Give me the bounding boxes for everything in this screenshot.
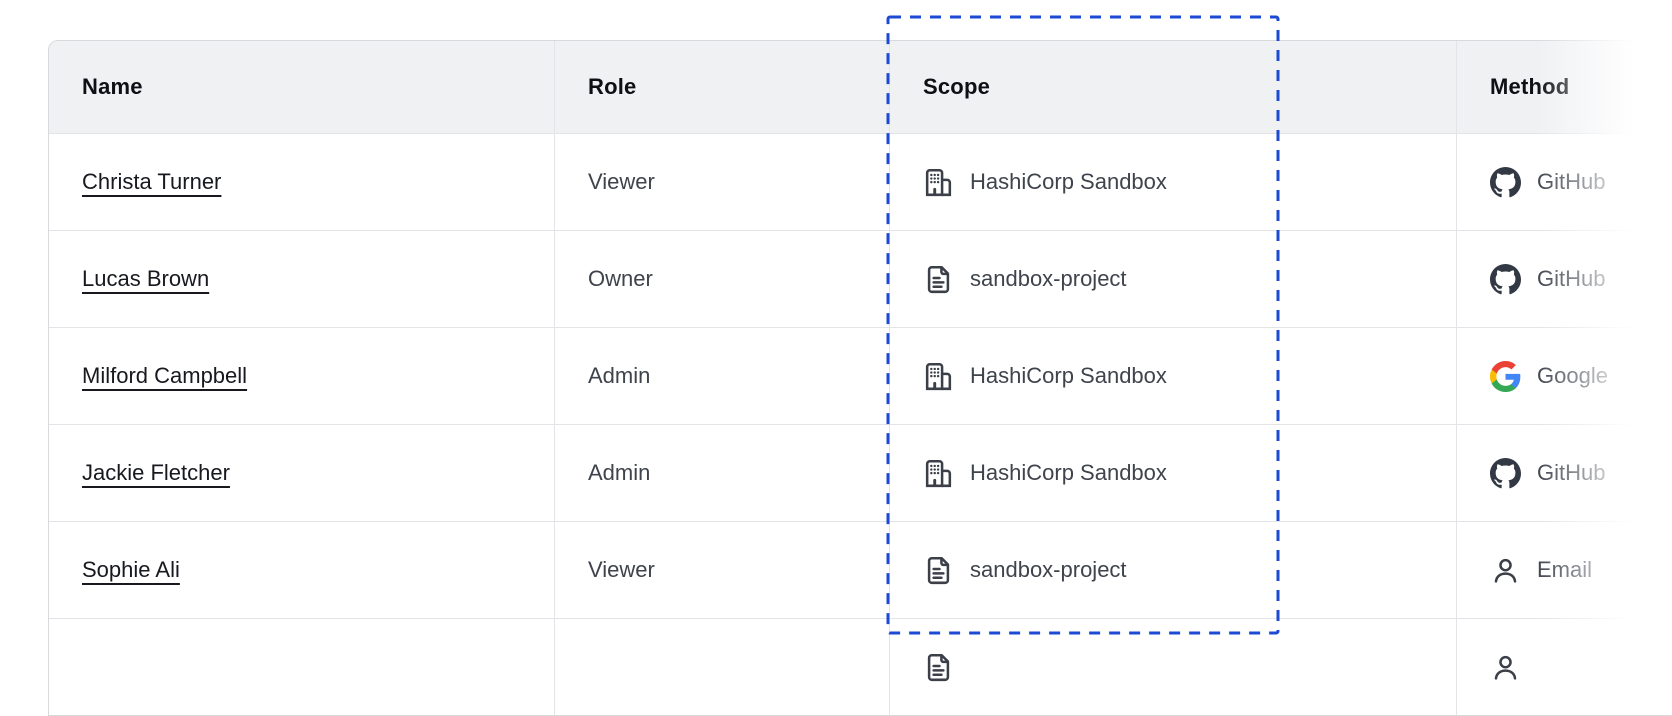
- name-cell: [49, 619, 554, 715]
- name-cell: Milford Campbell: [49, 328, 554, 424]
- scope-cell: sandbox-project: [889, 522, 1456, 618]
- method-cell: [1456, 619, 1672, 715]
- method-label: Email: [1537, 557, 1593, 582]
- scope-label: sandbox-project: [970, 557, 1127, 582]
- name-cell: Lucas Brown: [49, 231, 554, 327]
- name-cell: Jackie Fletcher: [49, 425, 554, 521]
- scope-label: HashiCorp Sandbox: [970, 460, 1167, 485]
- user-icon: [1490, 652, 1521, 683]
- user-icon: [1490, 555, 1521, 586]
- method-cell: Email: [1456, 522, 1672, 618]
- method-label: GitHub: [1537, 169, 1606, 194]
- org-building-icon: [923, 458, 954, 489]
- file-text-icon: [923, 555, 954, 586]
- scope-cell: sandbox-project: [889, 231, 1456, 327]
- method-label: Google: [1537, 363, 1608, 388]
- member-name-link[interactable]: Jackie Fletcher: [82, 460, 230, 485]
- column-header-name: Name: [49, 41, 554, 133]
- role-value: Viewer: [588, 169, 655, 194]
- scope-cell: HashiCorp Sandbox: [889, 328, 1456, 424]
- org-building-icon: [923, 361, 954, 392]
- member-name-link[interactable]: Lucas Brown: [82, 266, 210, 291]
- table-row: Lucas Brown Owner sandbox-project GitHub: [49, 230, 1672, 327]
- method-label: GitHub: [1537, 266, 1606, 291]
- github-icon: [1490, 263, 1521, 295]
- scope-cell: HashiCorp Sandbox: [889, 425, 1456, 521]
- column-header-role-label: Role: [588, 74, 637, 99]
- table-row: Jackie Fletcher Admin HashiCorp Sandbox …: [49, 424, 1672, 521]
- file-text-icon: [923, 652, 954, 683]
- column-header-name-label: Name: [82, 74, 143, 99]
- table-row: Milford Campbell Admin HashiCorp Sandbox…: [49, 327, 1672, 424]
- role-value: Admin: [588, 363, 651, 388]
- role-value: Viewer: [588, 557, 655, 582]
- org-building-icon: [923, 167, 954, 198]
- members-table: Name Role Scope Method Christa Turner Vi…: [48, 40, 1672, 716]
- role-value: Admin: [588, 460, 651, 485]
- file-text-icon: [923, 264, 954, 295]
- scope-cell: HashiCorp Sandbox: [889, 134, 1456, 230]
- name-cell: Christa Turner: [49, 134, 554, 230]
- role-cell: Viewer: [554, 522, 889, 618]
- role-cell: Viewer: [554, 134, 889, 230]
- table-row: Christa Turner Viewer HashiCorp Sandbox …: [49, 133, 1672, 230]
- scope-label: HashiCorp Sandbox: [970, 169, 1167, 194]
- column-header-role: Role: [554, 41, 889, 133]
- table-row-partial: [49, 618, 1672, 715]
- member-name-link[interactable]: Sophie Ali: [82, 557, 180, 582]
- method-label: GitHub: [1537, 460, 1606, 485]
- table-header-row: Name Role Scope Method: [49, 41, 1672, 133]
- role-cell: Owner: [554, 231, 889, 327]
- column-header-scope-label: Scope: [923, 74, 991, 99]
- google-icon: [1490, 360, 1521, 392]
- method-cell: GitHub: [1456, 425, 1672, 521]
- role-cell: [554, 619, 889, 715]
- scope-label: HashiCorp Sandbox: [970, 363, 1167, 388]
- method-cell: Google: [1456, 328, 1672, 424]
- column-header-method: Method: [1456, 41, 1672, 133]
- github-icon: [1490, 457, 1521, 489]
- role-value: Owner: [588, 266, 653, 291]
- name-cell: Sophie Ali: [49, 522, 554, 618]
- member-name-link[interactable]: Christa Turner: [82, 169, 222, 194]
- method-cell: GitHub: [1456, 134, 1672, 230]
- role-cell: Admin: [554, 328, 889, 424]
- role-cell: Admin: [554, 425, 889, 521]
- method-cell: GitHub: [1456, 231, 1672, 327]
- scope-label: sandbox-project: [970, 266, 1127, 291]
- column-header-method-label: Method: [1490, 74, 1570, 99]
- table-row: Sophie Ali Viewer sandbox-project Email: [49, 521, 1672, 618]
- github-icon: [1490, 166, 1521, 198]
- scope-cell: [889, 619, 1456, 715]
- member-name-link[interactable]: Milford Campbell: [82, 363, 248, 388]
- column-header-scope: Scope: [889, 41, 1456, 133]
